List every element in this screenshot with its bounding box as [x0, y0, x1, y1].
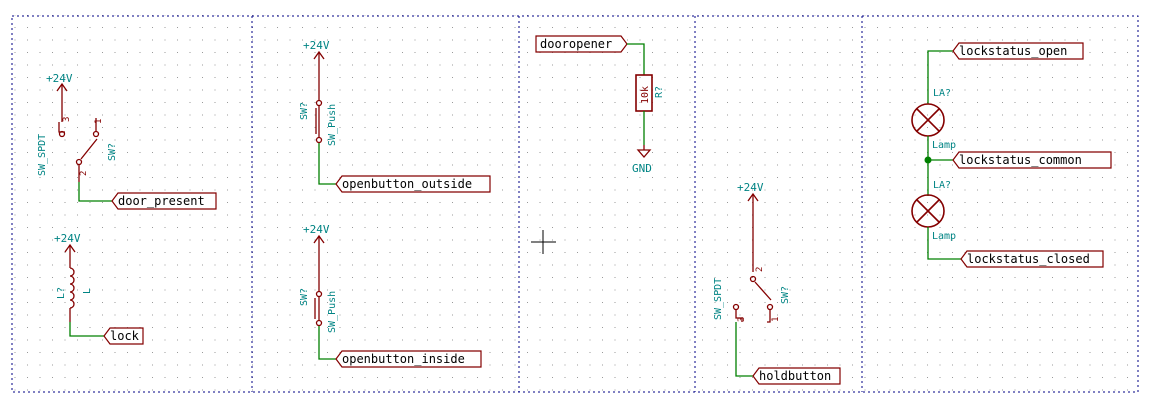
spdt-ref-label: SW?: [780, 286, 791, 304]
wire: [927, 50, 953, 104]
inductor-value-label: L: [82, 288, 93, 294]
resistor-value-label: 10k: [640, 86, 651, 104]
power-label: +24V: [54, 232, 81, 245]
spdt-pin-label: 3: [62, 117, 72, 122]
spdt-value-label: SW_SPDT: [713, 278, 724, 320]
wire: [735, 322, 753, 377]
power-label: +24V: [303, 223, 330, 236]
label-text: door_present: [118, 194, 205, 208]
crosshair-cursor: [531, 230, 556, 254]
lamp-value-label: Lamp: [932, 231, 956, 242]
sheet-borders: [11, 15, 1139, 393]
spdt-pin-label: 3: [737, 317, 747, 322]
label-openbutton-outside[interactable]: openbutton_outside: [335, 175, 491, 193]
label-text: lock: [110, 329, 140, 343]
wire: [78, 182, 112, 202]
power-24v-symbol: +24V: [303, 39, 330, 100]
power-label: +24V: [303, 39, 330, 52]
wire: [627, 43, 645, 75]
push-switch-2[interactable]: SW? SW_Push: [299, 288, 338, 333]
label-text: lockstatus_common: [959, 153, 1082, 167]
power-24v-symbol: +24V: [54, 232, 81, 268]
inductor[interactable]: L? L: [56, 267, 93, 322]
inductor-ref-label: L?: [56, 287, 67, 299]
gnd-symbol: GND: [632, 145, 652, 175]
spdt-pin-label: 1: [771, 317, 781, 322]
spdt-pin-label: 2: [755, 267, 765, 272]
spdt-pin-label: 1: [94, 119, 104, 124]
label-text: openbutton_outside: [342, 177, 472, 191]
push-value-label: SW_Push: [327, 291, 338, 333]
label-door-present[interactable]: door_present: [111, 192, 217, 210]
label-openbutton-inside[interactable]: openbutton_inside: [335, 350, 482, 368]
spdt-switch-1[interactable]: SW_SPDT SW? 2 1 3: [37, 117, 118, 182]
push-ref-label: SW?: [299, 288, 310, 306]
label-lockstatus-open[interactable]: lockstatus_open: [952, 42, 1084, 60]
spdt-switch-2[interactable]: SW_SPDT SW? 2 1 3: [713, 267, 791, 323]
label-lockstatus-closed[interactable]: lockstatus_closed: [960, 250, 1104, 268]
label-lock[interactable]: lock: [103, 327, 144, 345]
label-dooropener[interactable]: dooropener: [535, 35, 628, 53]
wire: [318, 143, 336, 185]
label-text: lockstatus_closed: [967, 252, 1090, 266]
resistor-ref-label: R?: [654, 86, 665, 98]
power-24v-symbol: +24V: [737, 181, 764, 272]
power-24v-symbol: +24V: [46, 72, 73, 122]
power-label: +24V: [46, 72, 73, 85]
power-label: GND: [632, 162, 652, 175]
push-value-label: SW_Push: [327, 104, 338, 146]
label-holdbutton[interactable]: holdbutton: [752, 367, 841, 385]
label-text: lockstatus_open: [959, 44, 1067, 58]
lamp-2[interactable]: LA? Lamp: [911, 180, 956, 242]
wire: [69, 322, 104, 337]
wire: [318, 326, 336, 360]
lamp-value-label: Lamp: [932, 140, 956, 151]
label-lockstatus-common[interactable]: lockstatus_common: [952, 151, 1112, 169]
label-text: dooropener: [540, 37, 612, 51]
junction-dot: [924, 156, 932, 164]
lamp-ref-label: LA?: [933, 88, 951, 99]
label-text: holdbutton: [759, 369, 831, 383]
lamp-ref-label: LA?: [933, 180, 951, 191]
push-switch-1[interactable]: SW? SW_Push: [299, 99, 338, 147]
spdt-value-label: SW_SPDT: [37, 134, 48, 176]
spdt-ref-label: SW?: [107, 143, 118, 161]
label-text: openbutton_inside: [342, 352, 465, 366]
power-24v-symbol: +24V: [303, 223, 330, 291]
wire: [927, 227, 961, 260]
spdt-pin-label: 2: [79, 171, 89, 176]
power-label: +24V: [737, 181, 764, 194]
push-ref-label: SW?: [299, 102, 310, 120]
